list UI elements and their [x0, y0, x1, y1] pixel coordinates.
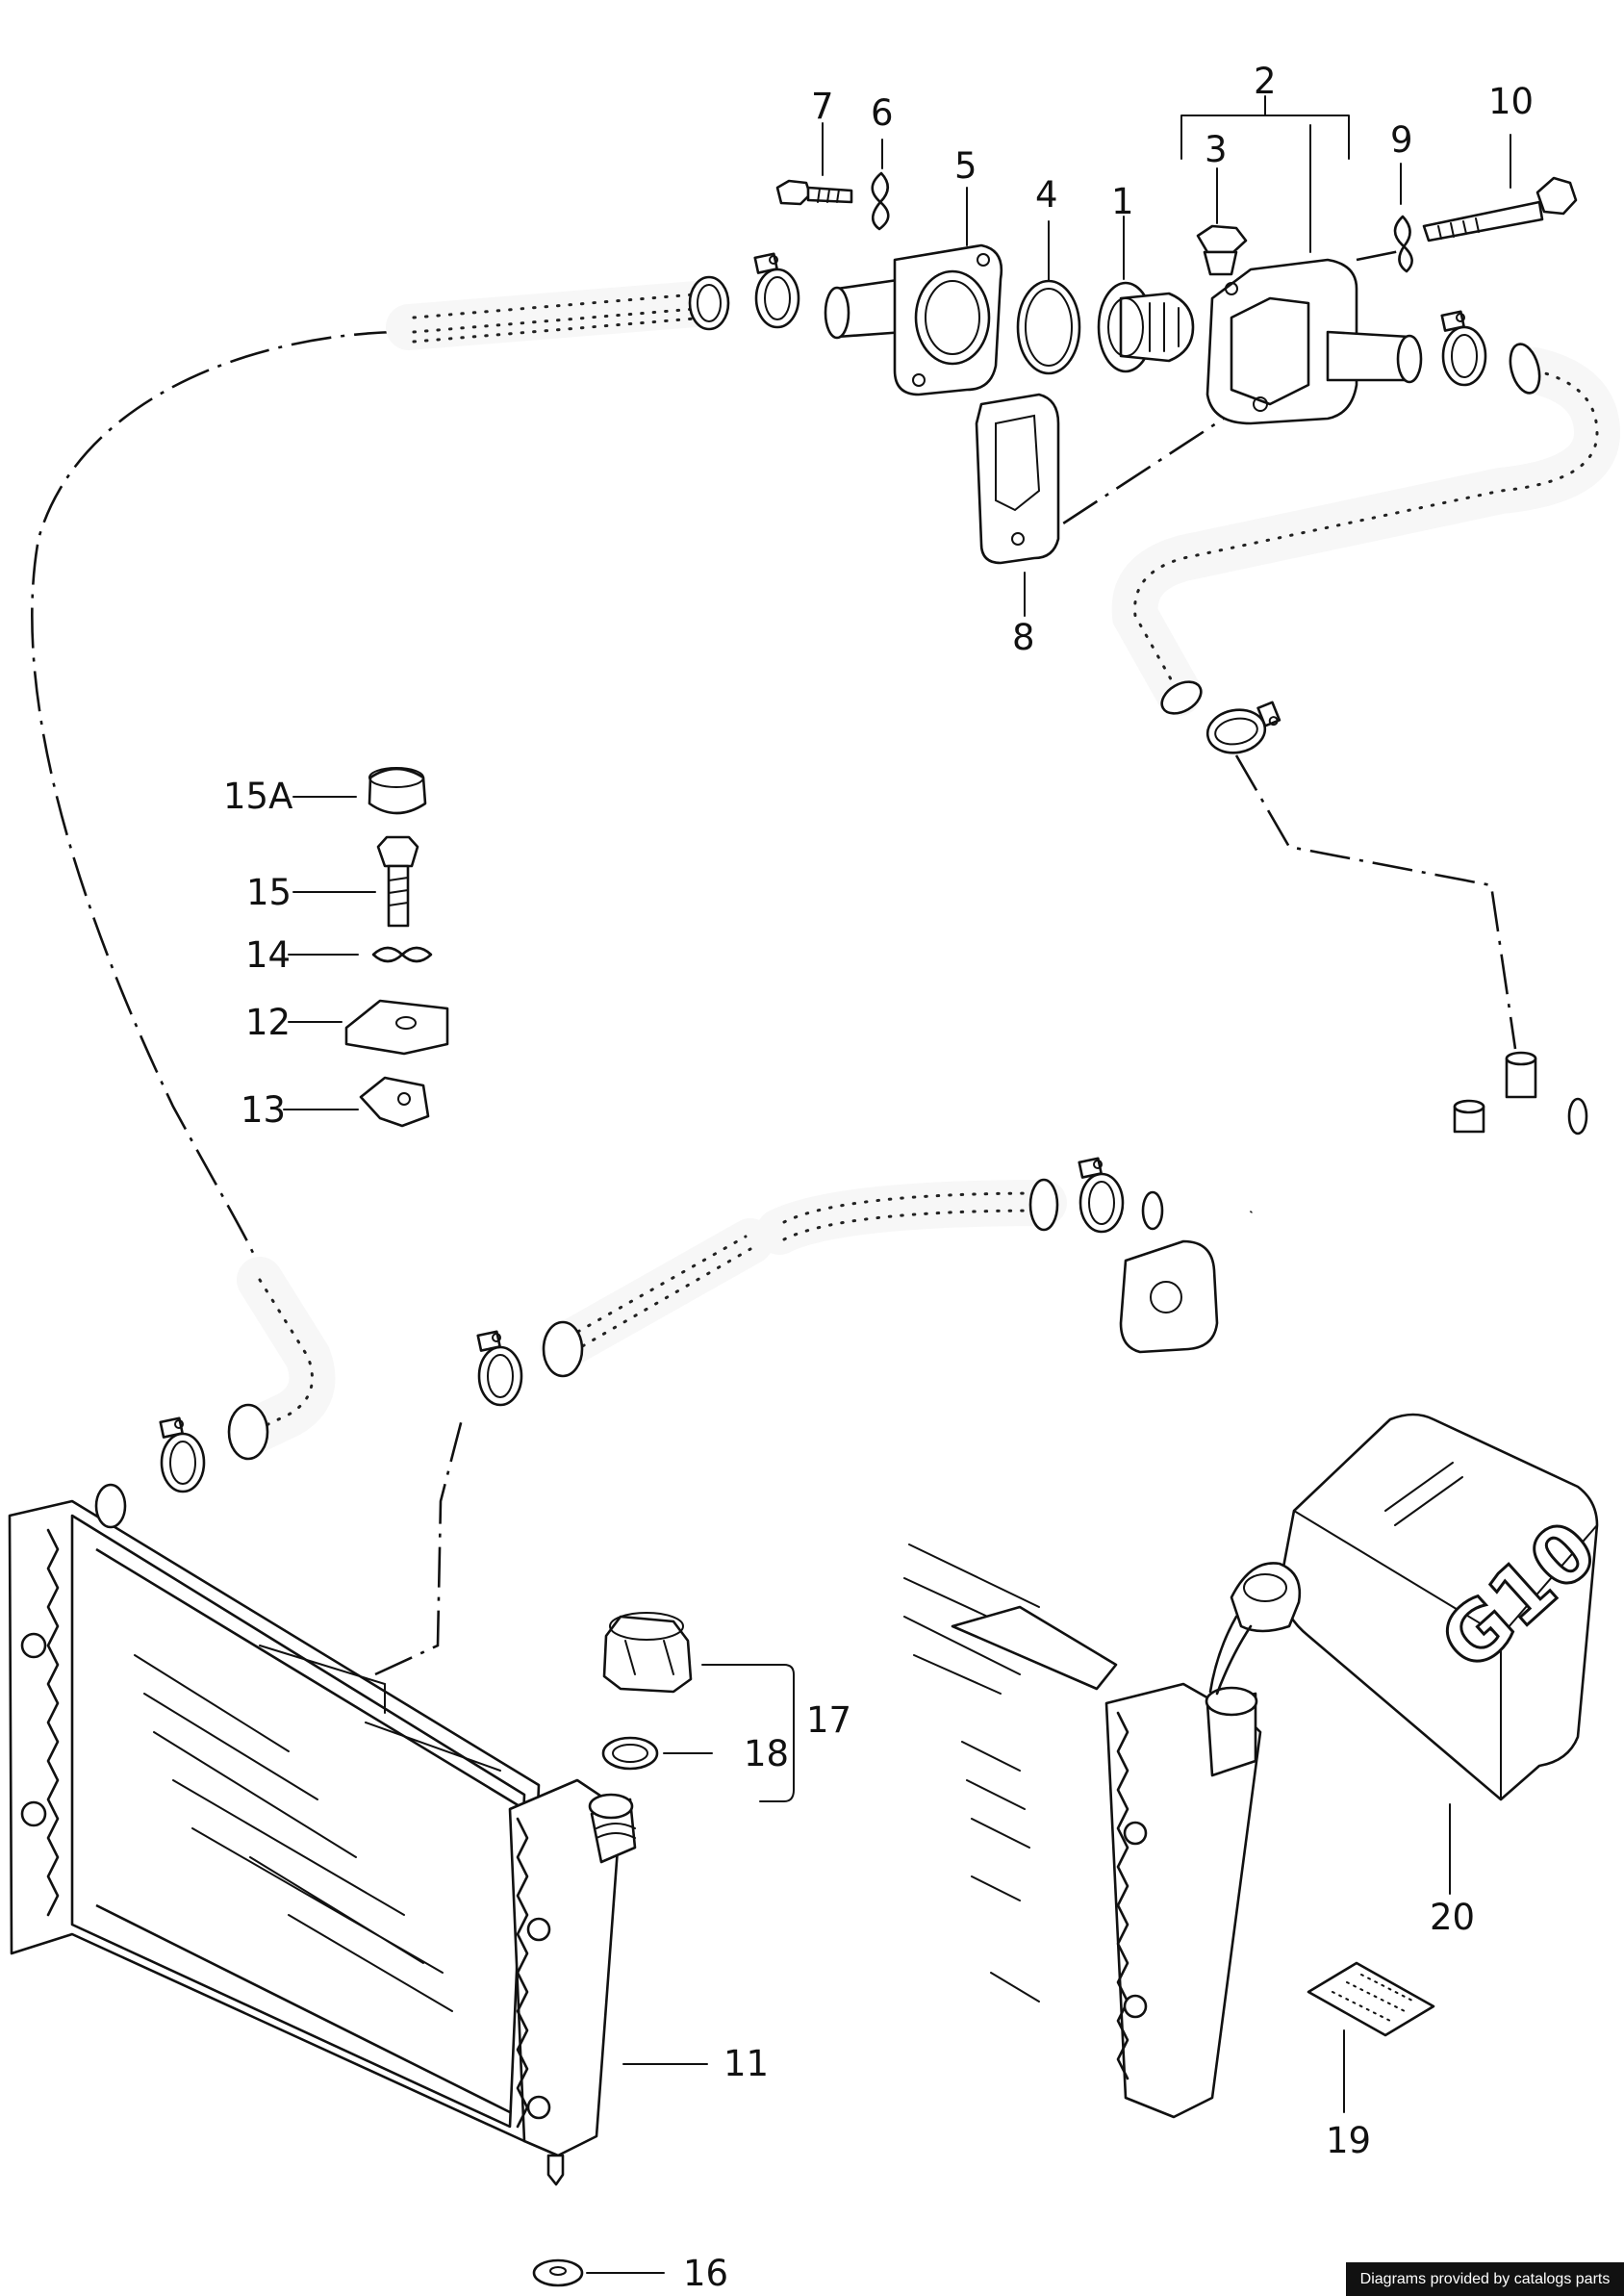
- part-4-o-ring: [1016, 279, 1081, 375]
- callout-10: 10: [1488, 81, 1534, 122]
- callout-14: 14: [245, 934, 291, 976]
- part-10-bolt: [1422, 176, 1578, 242]
- callout-15a: 15A: [223, 776, 292, 817]
- callout-19: 19: [1326, 2120, 1371, 2161]
- part-5-coolant-flange: [824, 243, 1003, 396]
- right-hose: [1111, 343, 1621, 716]
- part-7-bolt: [775, 179, 853, 206]
- part-19-label-sticker: [1307, 1961, 1435, 2037]
- dashdot-line-bolt10: [1356, 248, 1406, 262]
- callout-1: 1: [1111, 181, 1134, 222]
- part-13-clip: [359, 1076, 430, 1128]
- callout-18: 18: [744, 1733, 789, 1774]
- callout-labels: 1 2 3 4 5 6 7 8 9 10 11 12 13 14 15 15A …: [223, 61, 1534, 2294]
- hose-clamp-upper: [753, 252, 800, 329]
- credit-banner: Diagrams provided by catalogs parts: [1346, 2262, 1624, 2296]
- part-17-filler-cap: [602, 1612, 693, 1694]
- lower-left-hose: [227, 1257, 336, 1461]
- callout-17: 17: [806, 1699, 851, 1741]
- part-12-bracket: [344, 999, 449, 1056]
- callout-11: 11: [723, 2043, 769, 2084]
- part-8-gasket: [975, 393, 1060, 565]
- radiator-detail-right: [903, 1543, 1262, 2119]
- callout-8: 8: [1012, 617, 1035, 658]
- part-6-spring-washer: [871, 171, 890, 231]
- part-15-bolt: [376, 835, 419, 928]
- callout-9: 9: [1390, 119, 1413, 161]
- callout-4: 4: [1035, 174, 1058, 216]
- callout-20: 20: [1430, 1897, 1475, 1938]
- dashdot-line-upper-hose-to-radiator: [31, 330, 395, 1271]
- callout-3: 3: [1205, 129, 1228, 170]
- callout-7: 7: [811, 86, 834, 127]
- callout-12: 12: [245, 1002, 291, 1043]
- coolant-pipe: [1119, 1051, 1593, 1354]
- callout-16: 16: [683, 2253, 728, 2294]
- hose-clamp-pipe: [1078, 1157, 1125, 1234]
- part-18-seal: [601, 1736, 659, 1771]
- dashdot-line-radiator-to-lower-hose: [374, 1418, 464, 1676]
- part-16-washer: [532, 2258, 584, 2287]
- part-15a-cap: [368, 767, 427, 815]
- lower-middle-hose: [540, 1178, 1067, 1378]
- upper-hose: [386, 275, 730, 350]
- callout-6: 6: [871, 92, 894, 134]
- hose-clamp-right-lower: [1203, 700, 1285, 759]
- part-11-radiator: [8, 1483, 637, 2186]
- part-20-g10-canister: G10: [1208, 1413, 1616, 1801]
- hose-clamp-lower-left: [159, 1416, 206, 1493]
- part-2-thermostat-housing: [1205, 258, 1423, 425]
- hose-clamp-lower-middle: [476, 1330, 523, 1407]
- callout-15: 15: [246, 872, 292, 913]
- part-9-spring-washer: [1393, 215, 1413, 273]
- callout-5: 5: [954, 145, 977, 187]
- dashdot-line-clamp-to-pipe: [1234, 754, 1517, 1050]
- dashdot-line-gasket-to-housing: [1009, 393, 1261, 560]
- leader-lines: [283, 95, 1511, 2274]
- part-3-bleed-screw: [1196, 224, 1248, 276]
- callout-13: 13: [241, 1089, 286, 1131]
- callout-2: 2: [1254, 61, 1277, 102]
- hose-clamp-right-upper: [1440, 310, 1487, 387]
- part-1-thermostat: [1097, 281, 1195, 373]
- part-14-spring-washer: [371, 946, 433, 963]
